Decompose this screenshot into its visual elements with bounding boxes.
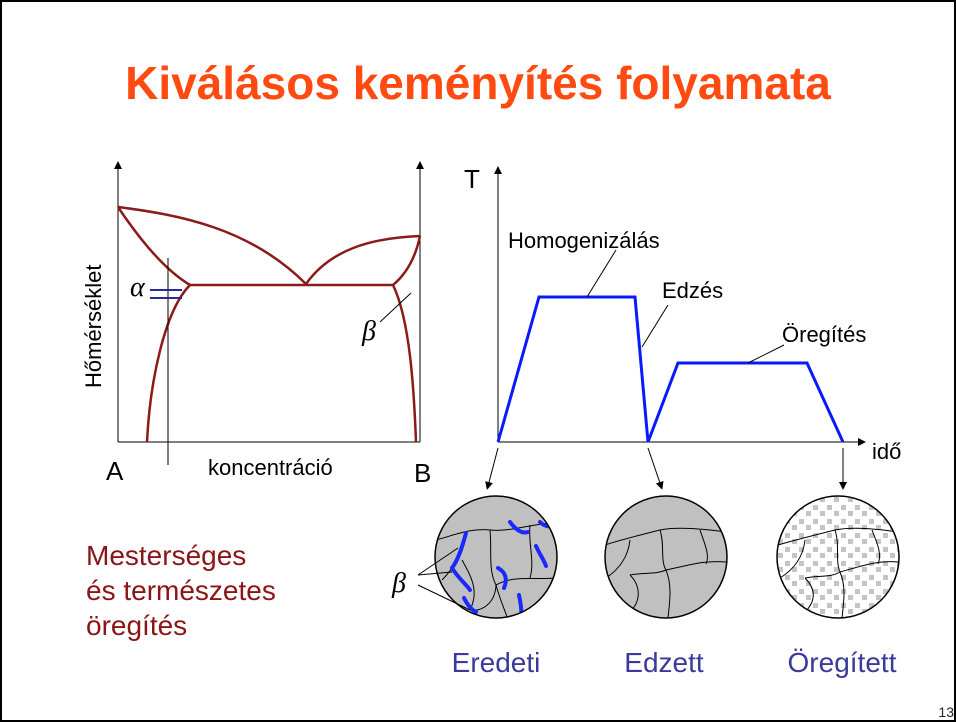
micro-label-aged: Öregített bbox=[788, 647, 897, 678]
beta-pointer-2 bbox=[417, 571, 453, 576]
beta-pointer-1 bbox=[417, 547, 459, 576]
micro-label-original: Eredeti bbox=[452, 647, 541, 678]
micro-original: β bbox=[391, 495, 558, 619]
liquidus-left bbox=[117, 205, 307, 285]
heat-treatment-diagram: T idő Homogenizálás Edzés Öregítés bbox=[464, 164, 901, 490]
arrow-to-original bbox=[485, 447, 499, 490]
quench-pointer bbox=[641, 304, 669, 348]
aging-caption-line-2: és természetes bbox=[86, 575, 276, 606]
alpha-label: α bbox=[130, 272, 146, 303]
micro-label-quenched: Edzett bbox=[624, 647, 704, 678]
phase-diagram: α β Hőmérséklet koncentráció A B bbox=[81, 161, 431, 488]
stage-label-quench: Edzés bbox=[662, 278, 723, 303]
solidus-left bbox=[116, 206, 191, 287]
micro-aged bbox=[776, 495, 900, 619]
y-axis-label-temperature: Hőmérséklet bbox=[81, 265, 106, 388]
stage-label-homogenization: Homogenizálás bbox=[508, 228, 660, 253]
ht-x-axis-label: idő bbox=[872, 439, 901, 464]
beta-pointer bbox=[379, 292, 412, 323]
beta-label-micro: β bbox=[391, 568, 406, 599]
solvus-alpha bbox=[145, 284, 191, 443]
liquidus-right bbox=[304, 234, 421, 285]
solvus-beta bbox=[391, 284, 418, 443]
end-label-b: B bbox=[414, 458, 431, 488]
beta-label-phase: β bbox=[361, 316, 376, 347]
aging-caption-line-3: öregítés bbox=[86, 610, 188, 641]
micro-quenched bbox=[604, 495, 728, 619]
aging-pointer bbox=[747, 344, 785, 364]
solidus-right bbox=[392, 235, 422, 286]
page-title: Kiválásos keményítés folyamata bbox=[125, 57, 831, 109]
beta-pointer-3 bbox=[417, 584, 471, 611]
aging-caption: Mesterséges és természetes öregítés bbox=[86, 538, 276, 643]
end-label-a: A bbox=[106, 456, 124, 486]
x-axis-label-concentration: koncentráció bbox=[208, 455, 333, 480]
ht-y-axis-label: T bbox=[464, 164, 480, 194]
homogenization-pointer bbox=[586, 249, 617, 298]
temperature-curve bbox=[496, 295, 845, 443]
page-number: 13 bbox=[938, 704, 954, 720]
stage-label-aging: Öregítés bbox=[782, 322, 866, 347]
arrow-to-quenched bbox=[647, 447, 664, 490]
aging-caption-line-1: Mesterséges bbox=[86, 540, 247, 571]
